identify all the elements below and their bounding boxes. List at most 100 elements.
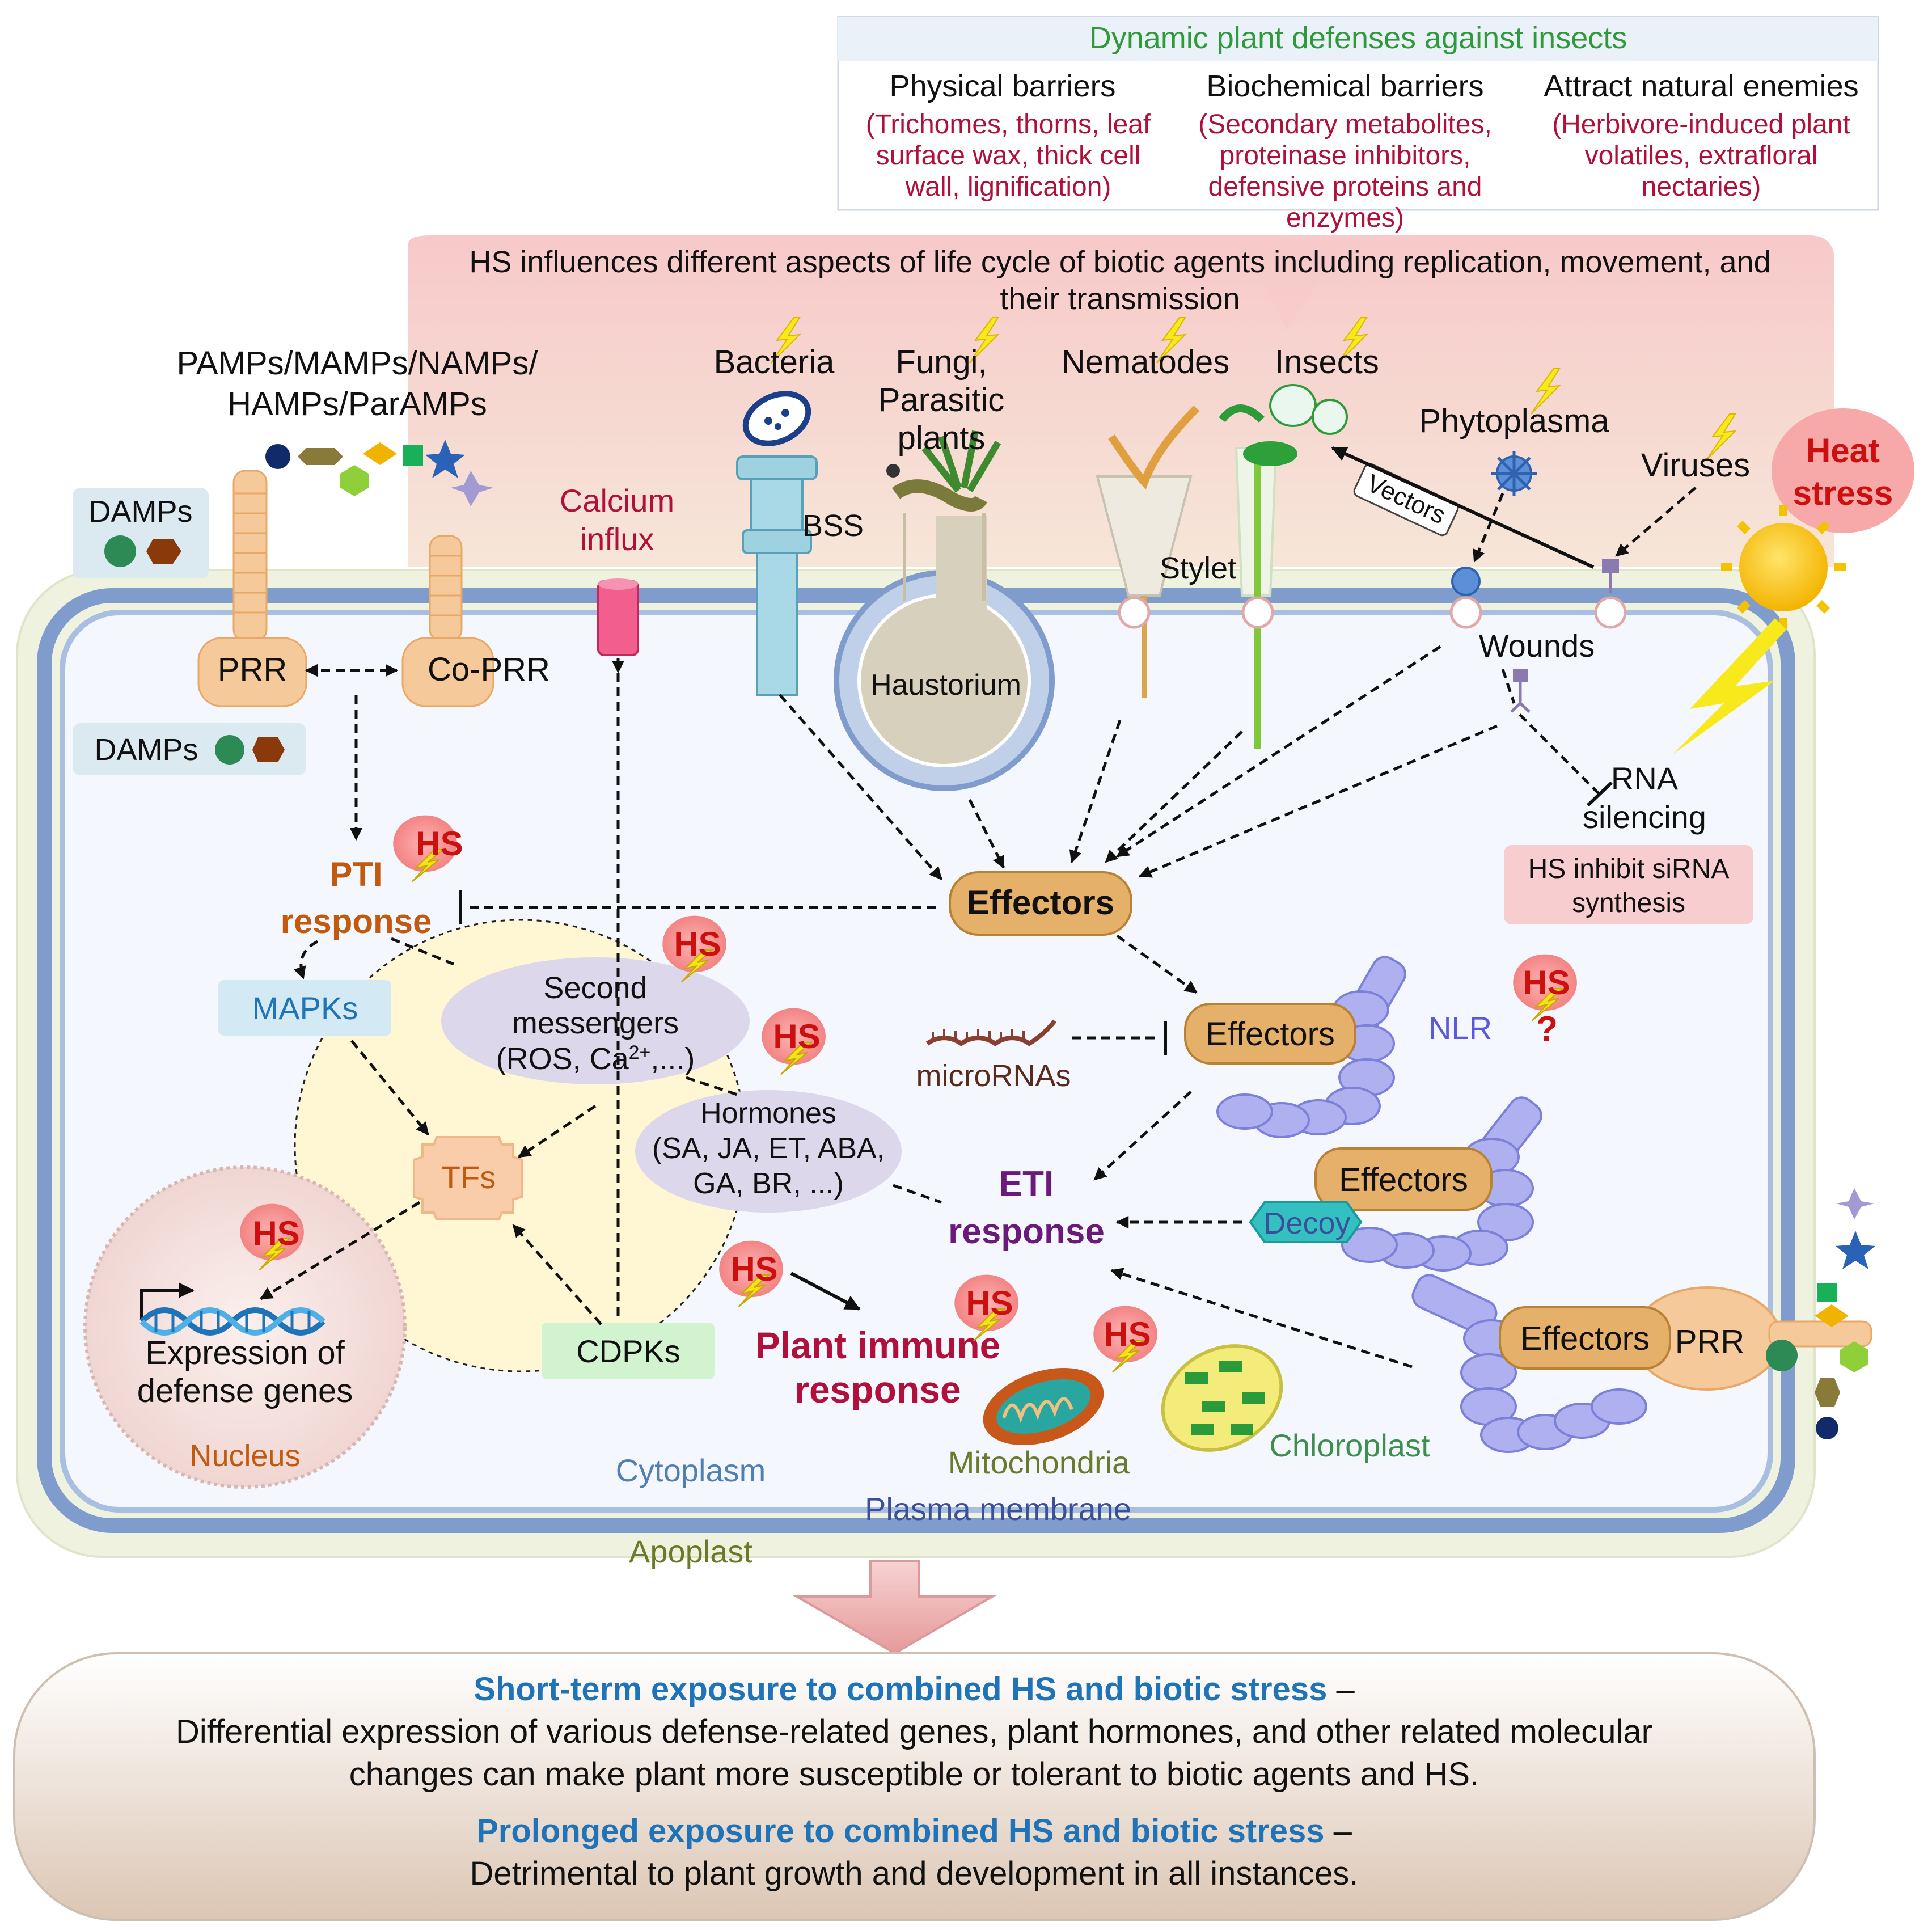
agent-lightning-bolts [771, 317, 1737, 460]
pti-label-line2: response [281, 902, 432, 940]
patterns-label-line2: HAMPs/ParAMPs [227, 386, 487, 423]
nlr-label: NLR [1428, 1010, 1492, 1046]
micrornas-label: microRNAs [916, 1059, 1071, 1093]
prr-label: PRR [218, 651, 287, 688]
calcium-channel [597, 578, 639, 656]
tfs-shape [413, 1136, 523, 1220]
prr-right-label: PRR [1675, 1323, 1744, 1360]
effectors-decoy-pill [1314, 1147, 1493, 1211]
natural-enemies-heading: Attract natural enemies [1544, 69, 1858, 103]
svg-text:HS: HS [674, 925, 721, 963]
bss-label: BSS [802, 509, 864, 543]
damps-inner-label: DAMPs [94, 733, 198, 767]
eti-label-line1: ETI [999, 1164, 1054, 1203]
hormones-ellipse [635, 1090, 902, 1213]
rna-silencing-line1: RNA [1611, 761, 1679, 796]
microrna-icon [925, 1019, 1057, 1046]
effectors-main-pill [949, 871, 1132, 936]
damps-outer-label: DAMPs [88, 495, 192, 529]
physical-barriers-heading: Physical barriers [889, 69, 1115, 103]
svg-text:HS: HS [1523, 964, 1570, 1002]
haustorium-shape [834, 513, 1055, 791]
pathway-arrows [260, 446, 1697, 1369]
phytoplasma-label: Phytoplasma [1419, 403, 1609, 440]
hormones-line2: (SA, JA, ET, ABA, [652, 1132, 885, 1165]
biochemical-barriers-line2: proteinase inhibitors, [1220, 141, 1471, 171]
rna-silencing-line2: silencing [1583, 799, 1706, 835]
expression-line2: defense genes [137, 1372, 353, 1409]
decoy-shape [1249, 1201, 1363, 1243]
chloroplast-icon [1161, 1344, 1283, 1452]
bss-structure [736, 455, 818, 696]
heat-stress-label-line2: stress [1793, 474, 1893, 512]
physical-barriers-line1: (Trichomes, thorns, leaf [866, 109, 1151, 140]
pamp-molecules-right [1815, 1188, 1875, 1439]
heat-stress-label-line1: Heat [1806, 432, 1880, 470]
summary-box [13, 1652, 1816, 1921]
second-messengers-line3: (ROS, Ca2+,...) [496, 1042, 695, 1076]
bacteria-icon [742, 391, 811, 446]
virus-icon [1510, 559, 1627, 713]
natural-enemies-line1: (Herbivore-induced plant [1552, 109, 1850, 140]
natural-enemies-line2: volatiles, extrafloral [1585, 141, 1818, 171]
svg-text:HS: HS [730, 1250, 777, 1288]
decoy-label: Decoy [1263, 1206, 1350, 1240]
hs-badge-eti: HS [954, 1274, 1020, 1341]
phytoplasma-icon [1449, 451, 1537, 629]
hs-sirna-box [1504, 845, 1753, 924]
apoplast-label: Apoplast [629, 1534, 752, 1569]
effectors-prr-pill [1499, 1306, 1671, 1370]
physical-barriers-line2: surface wax, thick cell [876, 141, 1141, 171]
co-prr-label: Co-PRR [428, 651, 550, 688]
nlr-chain [1216, 956, 1406, 1138]
fungi-label-line2: Parasitic [878, 382, 1004, 419]
insect-stylet [1235, 447, 1278, 749]
calcium-label-line2: influx [580, 521, 654, 557]
defense-box-title: Dynamic plant defenses against insects [1089, 21, 1627, 55]
nematodes-label: Nematodes [1062, 344, 1230, 381]
nematode-stylet [1096, 406, 1199, 698]
expression-line1: Expression of [145, 1334, 345, 1371]
biochemical-barriers-line4: enzymes) [1286, 203, 1404, 233]
prolonged-heading: Prolonged exposure to combined HS and bi… [476, 1813, 1352, 1849]
natural-enemies-line3: nectaries) [1642, 172, 1761, 202]
effectors-main-label: Effectors [967, 884, 1114, 922]
mapks-label: MAPKs [252, 990, 358, 1026]
nlr-question-mark: ? [1536, 1010, 1558, 1049]
hs-badge-immune: HS [718, 1240, 784, 1307]
prr-receptor [197, 470, 307, 707]
effectors-prr-label: Effectors [1520, 1320, 1650, 1357]
tfs-label: TFs [441, 1159, 496, 1195]
hs-banner-line2: their transmission [1000, 282, 1240, 316]
prr-chain [1411, 1274, 1647, 1453]
short-term-line1: Differential expression of various defen… [176, 1713, 1652, 1750]
plant-immune-line1: Plant immune [755, 1324, 1001, 1366]
second-messengers-ellipse [441, 957, 750, 1084]
cdpks-box [542, 1323, 715, 1379]
hs-badge-nucleus: HS [239, 1203, 305, 1270]
sun-icon [1673, 505, 1846, 754]
chloroplast-label: Chloroplast [1269, 1428, 1430, 1463]
nucleus [83, 1165, 407, 1489]
patterns-label-line1: PAMPs/MAMPs/NAMPs/ [177, 345, 539, 382]
svg-text:HS: HS [416, 825, 463, 863]
stylet-label: Stylet [1160, 551, 1236, 585]
physical-barriers-line3: wall, lignification) [905, 172, 1111, 202]
nucleus-label: Nucleus [189, 1439, 300, 1473]
effectors-nlr-pill [1184, 1003, 1356, 1065]
plasma-membrane-label: Plasma membrane [865, 1491, 1131, 1527]
mapks-box [218, 980, 391, 1036]
cdpks-label: CDPKs [576, 1333, 680, 1369]
hs-sirna-line2: synthesis [1572, 888, 1685, 918]
cytoplasm-label: Cytoplasm [616, 1452, 766, 1488]
biochemical-barriers-line3: defensive proteins and [1208, 172, 1482, 202]
heat-stress-badge [1772, 408, 1914, 533]
hormones-line3: GA, BR, ...) [693, 1167, 844, 1200]
dna-icon [139, 1282, 325, 1336]
haustorium-label: Haustorium [870, 669, 1021, 702]
damps-inner-box [73, 723, 306, 775]
co-prr-receptor [401, 535, 494, 707]
insects-icon [1219, 384, 1348, 466]
hs-badge-second-messengers: HS [662, 915, 728, 982]
